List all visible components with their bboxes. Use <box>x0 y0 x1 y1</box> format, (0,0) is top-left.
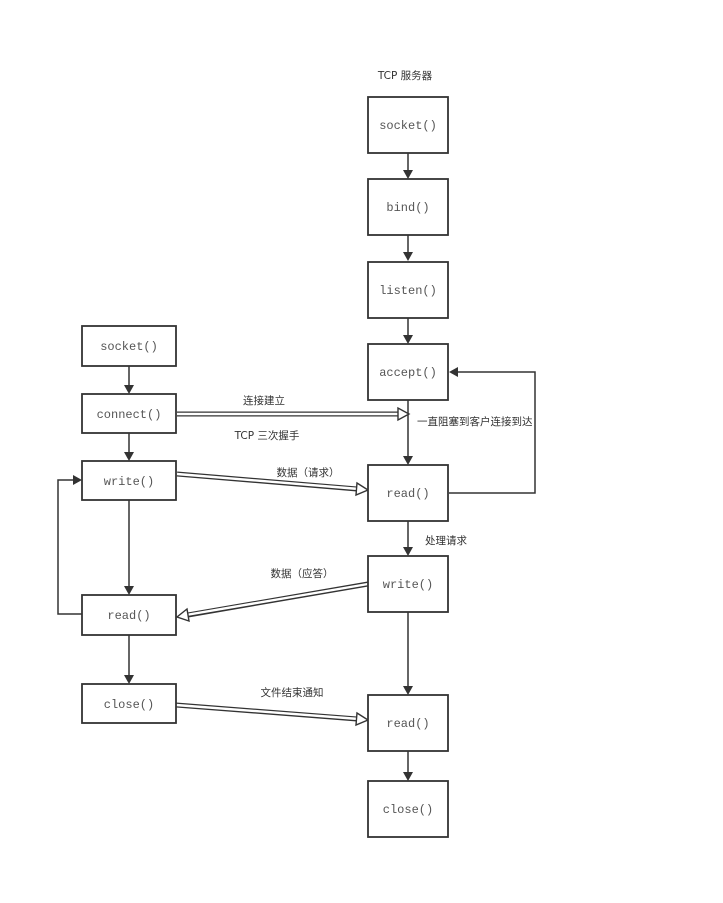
server-listen-label: listen() <box>379 284 437 298</box>
client-close-label: close() <box>104 698 154 712</box>
request-arrow <box>176 471 370 497</box>
eof-notify-label: 文件结束通知 <box>261 686 324 699</box>
server-bind-box: bind() <box>367 178 449 236</box>
server-write-box: write() <box>367 555 449 613</box>
client-connect-label: connect() <box>97 408 162 422</box>
server-bind-label: bind() <box>386 201 429 215</box>
server-accept-label: accept() <box>379 366 437 380</box>
server-accept-box: accept() <box>367 343 449 401</box>
client-close-box: close() <box>81 683 177 724</box>
client-flow-arrows <box>57 366 134 684</box>
server-socket-label: socket() <box>379 119 437 133</box>
client-write-box: write() <box>81 460 177 501</box>
request-data-label: 数据（请求） <box>277 466 340 479</box>
response-data-label: 数据（应答） <box>271 567 334 580</box>
server-flow-arrows <box>403 153 536 781</box>
eof-arrow <box>175 702 370 727</box>
connection-established-label: 连接建立 <box>243 394 285 407</box>
server-read2-box: read() <box>367 694 449 752</box>
blocking-note: 一直阻塞到客户连接到达 <box>417 415 533 428</box>
response-arrow <box>175 581 369 623</box>
server-read-label: read() <box>386 487 429 501</box>
server-close-box: close() <box>367 780 449 838</box>
client-socket-label: socket() <box>100 340 158 354</box>
server-read-box: read() <box>367 464 449 522</box>
client-connect-box: connect() <box>81 393 177 434</box>
server-close-label: close() <box>383 803 433 817</box>
server-write-label: write() <box>383 578 433 592</box>
handshake-label: TCP 三次握手 <box>234 429 300 442</box>
server-title: TCP 服务器 <box>377 69 433 82</box>
server-listen-box: listen() <box>367 261 449 319</box>
connection-arrow <box>177 406 411 422</box>
process-request-label: 处理请求 <box>425 534 467 547</box>
server-read2-label: read() <box>386 717 429 731</box>
client-socket-box: socket() <box>81 325 177 367</box>
server-socket-box: socket() <box>367 96 449 154</box>
client-write-label: write() <box>104 475 154 489</box>
client-read-label: read() <box>107 609 150 623</box>
client-read-box: read() <box>81 594 177 636</box>
